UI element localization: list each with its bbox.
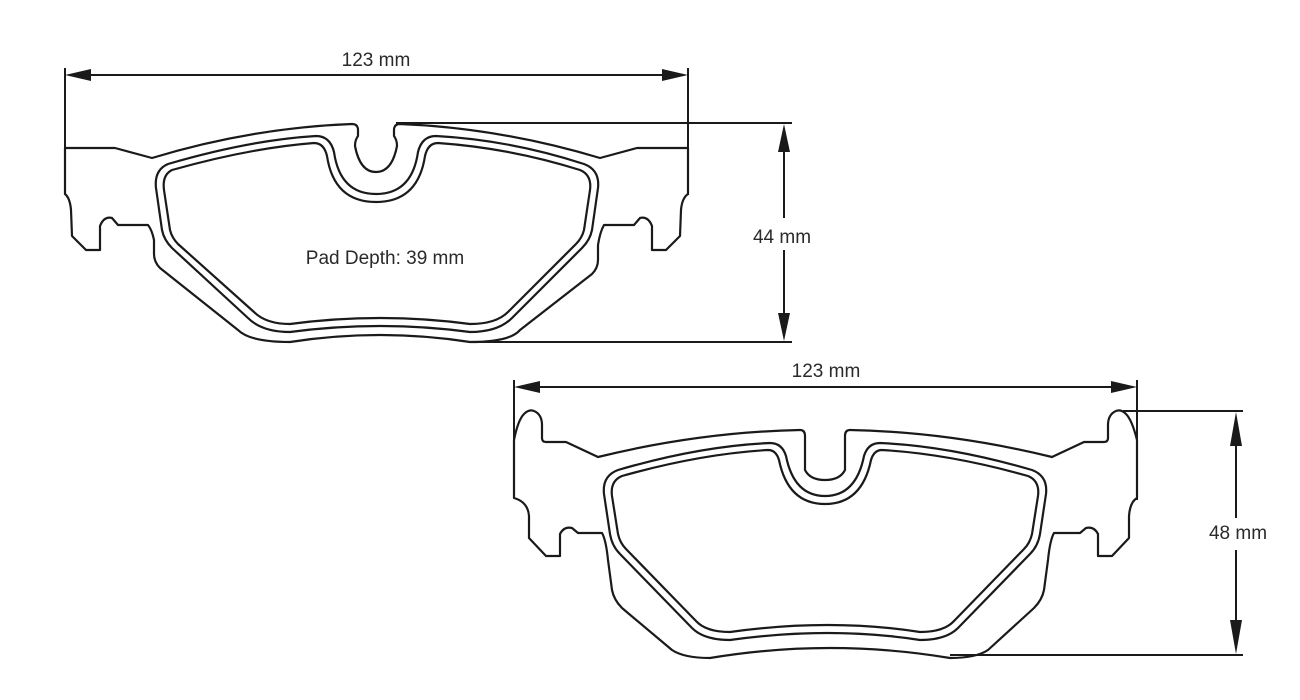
front-friction-outer [154,134,600,334]
front-height-dimension: 44 mm [396,122,811,343]
front-height-label: 44 mm [753,227,811,248]
front-width-dimension: 123 mm [64,50,689,195]
front-friction-inner [162,141,592,326]
front-pad: 123 mm 44 mm Pad Depth: 39 mm [63,50,811,344]
rear-height-dimension: 48 mm [950,410,1267,656]
rear-friction-outer [602,441,1048,642]
rear-pad: 123 mm 48 mm [512,361,1267,660]
rear-height-label: 48 mm [1209,523,1267,544]
front-width-label: 123 mm [342,50,411,71]
front-backing-plate [63,122,690,344]
pad-depth-label: Pad Depth: 39 mm [306,248,464,269]
rear-friction-inner [610,448,1040,634]
rear-backing-plate [512,409,1139,660]
rear-width-label: 123 mm [792,361,861,382]
